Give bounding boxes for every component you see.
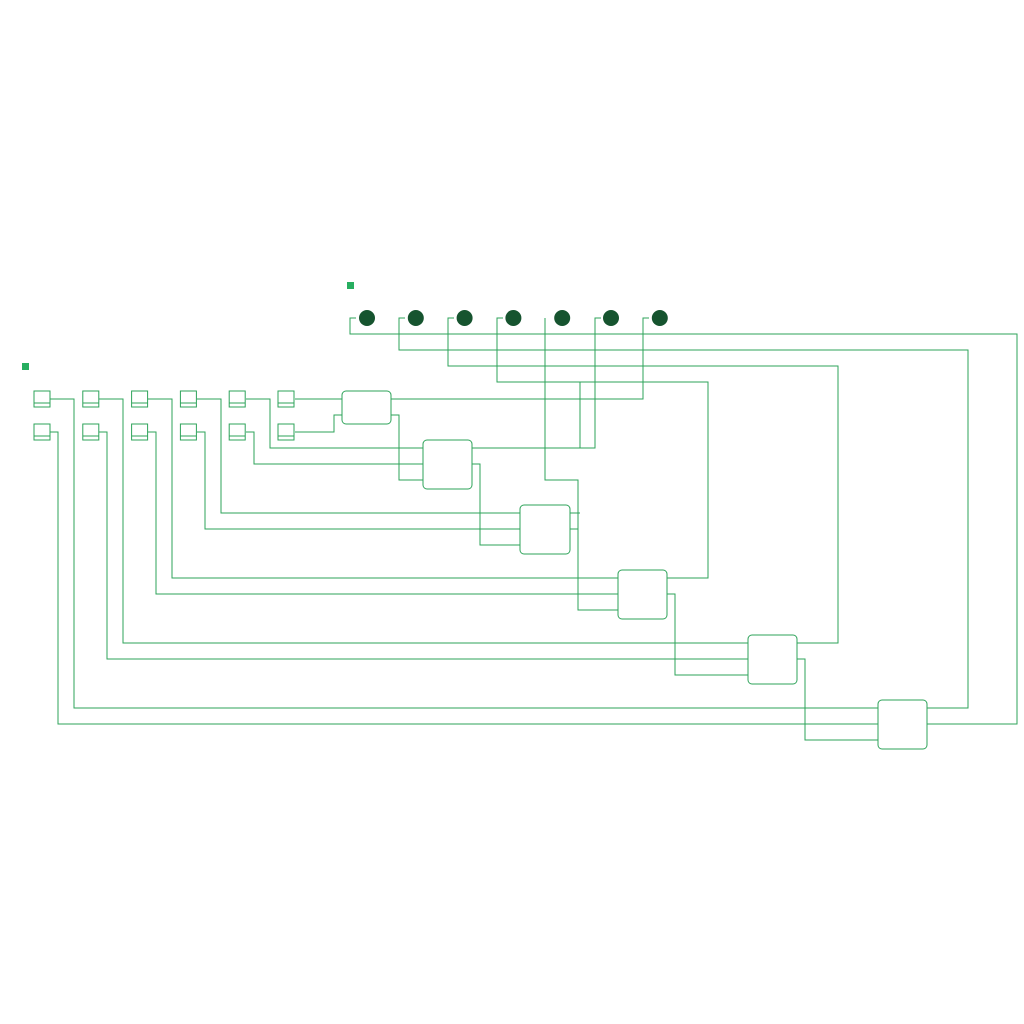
output-led-4 bbox=[505, 310, 522, 326]
input-pin-body bbox=[228, 390, 246, 408]
output-led-1 bbox=[359, 310, 375, 326]
input-pin-1 bbox=[33, 390, 51, 408]
input-pin-body bbox=[179, 423, 197, 441]
wire-8 bbox=[99, 431, 748, 660]
wire-3 bbox=[148, 317, 709, 579]
output-led-5 bbox=[554, 310, 571, 326]
output-led-3 bbox=[456, 310, 473, 326]
input-pin-8 bbox=[82, 423, 100, 441]
input-pin-4 bbox=[179, 390, 197, 408]
input-pin-3 bbox=[131, 390, 149, 408]
wire-13 bbox=[391, 317, 649, 400]
input-group-marker bbox=[22, 363, 29, 370]
wire-10 bbox=[197, 431, 520, 530]
input-pin-10 bbox=[179, 423, 197, 441]
gate-5 bbox=[747, 634, 798, 685]
input-pin-2 bbox=[82, 390, 100, 408]
input-pin-5 bbox=[228, 390, 246, 408]
wire-19 bbox=[544, 318, 579, 513]
wire-17 bbox=[570, 512, 618, 611]
input-pin-9 bbox=[131, 423, 149, 441]
gate-4 bbox=[617, 569, 668, 620]
output-group-marker bbox=[347, 282, 354, 289]
wire-21 bbox=[667, 593, 748, 676]
wire-16 bbox=[472, 463, 520, 546]
wire-12 bbox=[295, 414, 342, 433]
output-led-2 bbox=[407, 310, 424, 326]
wire-9 bbox=[148, 431, 618, 595]
wire-11 bbox=[246, 431, 423, 465]
wire-2 bbox=[99, 317, 839, 644]
gate-6 bbox=[877, 699, 928, 750]
wire-5 bbox=[246, 382, 581, 449]
component-layer bbox=[22, 282, 928, 750]
input-pin-body bbox=[228, 423, 246, 441]
input-pin-body bbox=[33, 423, 51, 441]
wire-7 bbox=[50, 317, 1018, 725]
gate-3 bbox=[519, 504, 571, 555]
input-pin-body bbox=[131, 390, 149, 408]
input-pin-12 bbox=[277, 423, 295, 441]
input-pin-body bbox=[82, 423, 100, 441]
wire-layer bbox=[50, 317, 1018, 741]
wire-15 bbox=[472, 317, 601, 449]
input-pin-body bbox=[131, 423, 149, 441]
input-pin-7 bbox=[33, 423, 51, 441]
gate-1 bbox=[341, 390, 392, 425]
input-pin-body bbox=[82, 390, 100, 408]
input-pin-body bbox=[277, 390, 295, 408]
wire-23 bbox=[797, 658, 878, 741]
output-led-6 bbox=[603, 310, 619, 326]
gate-2 bbox=[422, 439, 473, 490]
input-pin-body bbox=[33, 390, 51, 408]
output-led-7 bbox=[651, 310, 668, 326]
input-pin-body bbox=[277, 423, 295, 441]
input-pin-11 bbox=[228, 423, 246, 441]
wire-1 bbox=[50, 317, 969, 709]
input-pin-6 bbox=[277, 390, 295, 408]
input-pin-body bbox=[179, 390, 197, 408]
